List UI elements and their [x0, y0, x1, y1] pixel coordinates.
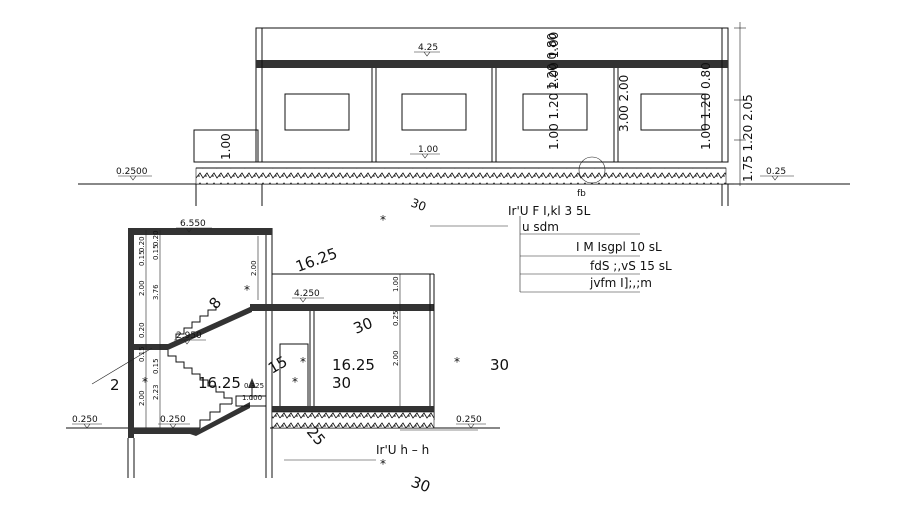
- level-ground-mid: 0.250: [160, 415, 186, 425]
- vdim-9: 0.15: [152, 358, 160, 374]
- marker-star-2: *: [244, 283, 250, 297]
- marker-star-5: *: [454, 355, 460, 369]
- vdim-7: 2.00: [138, 390, 146, 406]
- vdim-12: 0.25: [392, 310, 400, 326]
- angle-label-7: 15: [265, 352, 291, 377]
- dim-window-2a: 1.20 0.80: [545, 33, 559, 90]
- angle-legend: 30: [409, 196, 428, 214]
- vdim-2: 0.15: [138, 250, 146, 266]
- marker-star-7: *: [380, 457, 386, 471]
- vdim-3: 2.00: [138, 280, 146, 296]
- legend-block: Ir'U F I,kl 3 5L u sdm I M Isgpl 10 sL f…: [142, 196, 672, 471]
- angle-label-5: 16.25: [332, 356, 375, 374]
- marker-star-6: *: [142, 375, 148, 389]
- bottom-note: Ir'U h – h: [376, 443, 429, 457]
- legend-row-4: jvfm I];,;m: [589, 276, 652, 290]
- angle-label-4: 30: [351, 314, 375, 338]
- legend-title: Ir'U F I,kl 3 5L: [508, 204, 591, 218]
- window-2: [401, 93, 467, 131]
- level-landing: 1.000: [242, 394, 262, 402]
- dim-window-4: 1.00 1.20 0.80: [699, 62, 713, 150]
- angle-label-8: 30: [332, 374, 351, 392]
- window-3: [522, 93, 588, 131]
- dim-right-chain: 1.75 1.20 2.05: [741, 94, 755, 182]
- ground-slab-left: [134, 428, 200, 434]
- stair-upper-slab: [168, 306, 252, 350]
- marker-star-4: *: [292, 375, 298, 389]
- dim-window-2b: 1.00 1.20 2.00 1.00: [547, 32, 561, 150]
- foundation-band: [195, 167, 727, 185]
- level-floor-label: 1.00: [418, 145, 438, 155]
- building-section: 6.550 4.250 2.950 0.325 1.000 0.250 0.25…: [66, 219, 509, 496]
- vdim-13: 2.00: [392, 350, 400, 366]
- level-stair: 0.325: [244, 382, 264, 390]
- angle-label-6: 2: [110, 376, 120, 394]
- detail-circle: [578, 156, 606, 184]
- angle-label-9: 30: [490, 356, 509, 374]
- lower-roof-slab: [250, 304, 434, 311]
- landing: [235, 395, 267, 407]
- legend-row-1: u sdm: [522, 220, 559, 234]
- level-ground-right: 0.250: [456, 415, 482, 425]
- marker-star-3: *: [300, 355, 306, 369]
- left-step-block: [193, 129, 259, 163]
- level-ground-left: 0.250: [72, 415, 98, 425]
- ground-slab-right: [272, 406, 434, 412]
- dim-left-step: 1.00: [219, 133, 233, 160]
- stair-lower-slab: [190, 402, 250, 436]
- angle-label-1: 16.25: [293, 244, 340, 276]
- vdim-11: 1.00: [392, 276, 400, 292]
- upper-roof-slab: [128, 228, 272, 235]
- level-right-ground-label: 0.25: [766, 167, 786, 177]
- up-arrow-icon: [248, 378, 256, 388]
- window-4: [640, 93, 706, 131]
- vdim-5: 0.20: [138, 322, 146, 338]
- mid-slab: [128, 344, 168, 350]
- vdim-15: 0.15: [152, 244, 160, 260]
- vdim-10: 2.00: [250, 260, 258, 276]
- window-1: [284, 93, 350, 131]
- dim-window-3: 3.00 2.00: [617, 75, 631, 132]
- angle-label-11: 30: [409, 473, 433, 496]
- level-left-ground-label: 0.2500: [116, 167, 148, 177]
- legend-row-3: fdS ;,vS 15 sL: [590, 259, 672, 273]
- front-elevation: 4.25 1.00 0.2500 0.25 1.00 1.20 0.80 1.0…: [78, 22, 850, 206]
- marker-star-1: *: [380, 213, 386, 227]
- level-roof: 4.250: [294, 289, 320, 299]
- note-fb: fb: [577, 189, 586, 199]
- legend-row-2: I M Isgpl 10 sL: [576, 240, 662, 254]
- level-top-label: 4.25: [418, 43, 438, 53]
- ground-hatch: [271, 411, 435, 429]
- left-wall: [128, 228, 134, 438]
- roof-slab: [256, 60, 728, 68]
- level-mid: 2.950: [176, 331, 202, 341]
- vdim-6: 0.15: [138, 346, 146, 362]
- vdim-8: 2.23: [152, 384, 160, 400]
- vdim-1: 0.20: [138, 236, 146, 252]
- dim-top-width: 6.550: [180, 219, 206, 229]
- vdim-4: 3.76: [152, 284, 160, 300]
- vdim-14: 0.20: [152, 230, 160, 246]
- angle-label-3: 16.25: [198, 374, 241, 392]
